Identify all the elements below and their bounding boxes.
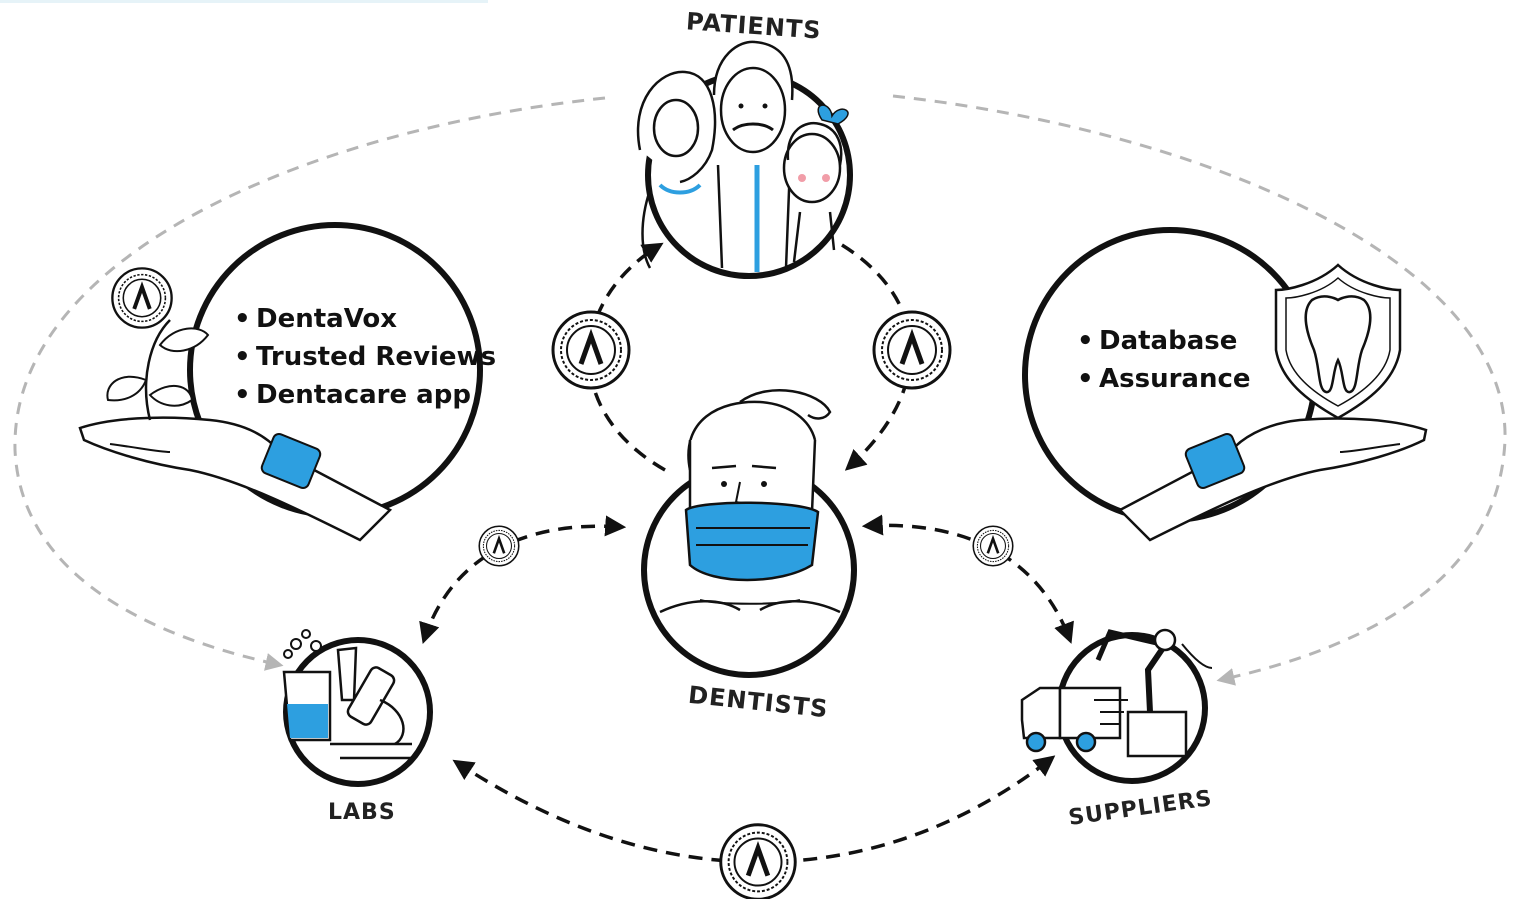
hand-with-shield-tooth-illustration	[1117, 263, 1428, 542]
truck-and-robot-arm-illustration	[1020, 628, 1213, 758]
patients-node	[636, 40, 853, 279]
connector-dentists-suppliers	[861, 514, 1074, 644]
dentists-node	[641, 388, 857, 678]
right-feature-list: Database Assurance	[1077, 322, 1251, 398]
left-feature-item: DentaVox	[234, 300, 496, 338]
coin-icon	[110, 266, 174, 330]
family-illustration	[636, 40, 849, 272]
left-feature-item: Dentacare app	[234, 376, 496, 414]
outer-loop-right	[892, 94, 1507, 686]
labs-label: LABS	[328, 800, 396, 825]
right-feature-item: Assurance	[1077, 360, 1251, 398]
connector-labs-dentists	[419, 515, 627, 644]
outer-loop-left	[13, 96, 606, 671]
right-feature-panel	[1022, 227, 1428, 542]
hand-with-plant-illustration	[78, 319, 393, 542]
left-feature-list: DentaVox Trusted Reviews Dentacare app	[234, 300, 496, 414]
coin-icon	[477, 524, 521, 568]
right-feature-item: Database	[1077, 322, 1251, 360]
coin-icon	[721, 825, 795, 899]
top-accent-bar	[0, 0, 488, 3]
coin-icon	[874, 312, 950, 388]
coin-icon	[553, 312, 629, 388]
coin-icon	[971, 524, 1015, 568]
left-feature-item: Trusted Reviews	[234, 338, 496, 376]
outer-loop	[13, 94, 1507, 686]
dentist-illustration	[659, 388, 841, 614]
suppliers-node	[1020, 628, 1213, 784]
labs-node	[282, 629, 433, 787]
lab-equipment-illustration	[282, 629, 412, 760]
